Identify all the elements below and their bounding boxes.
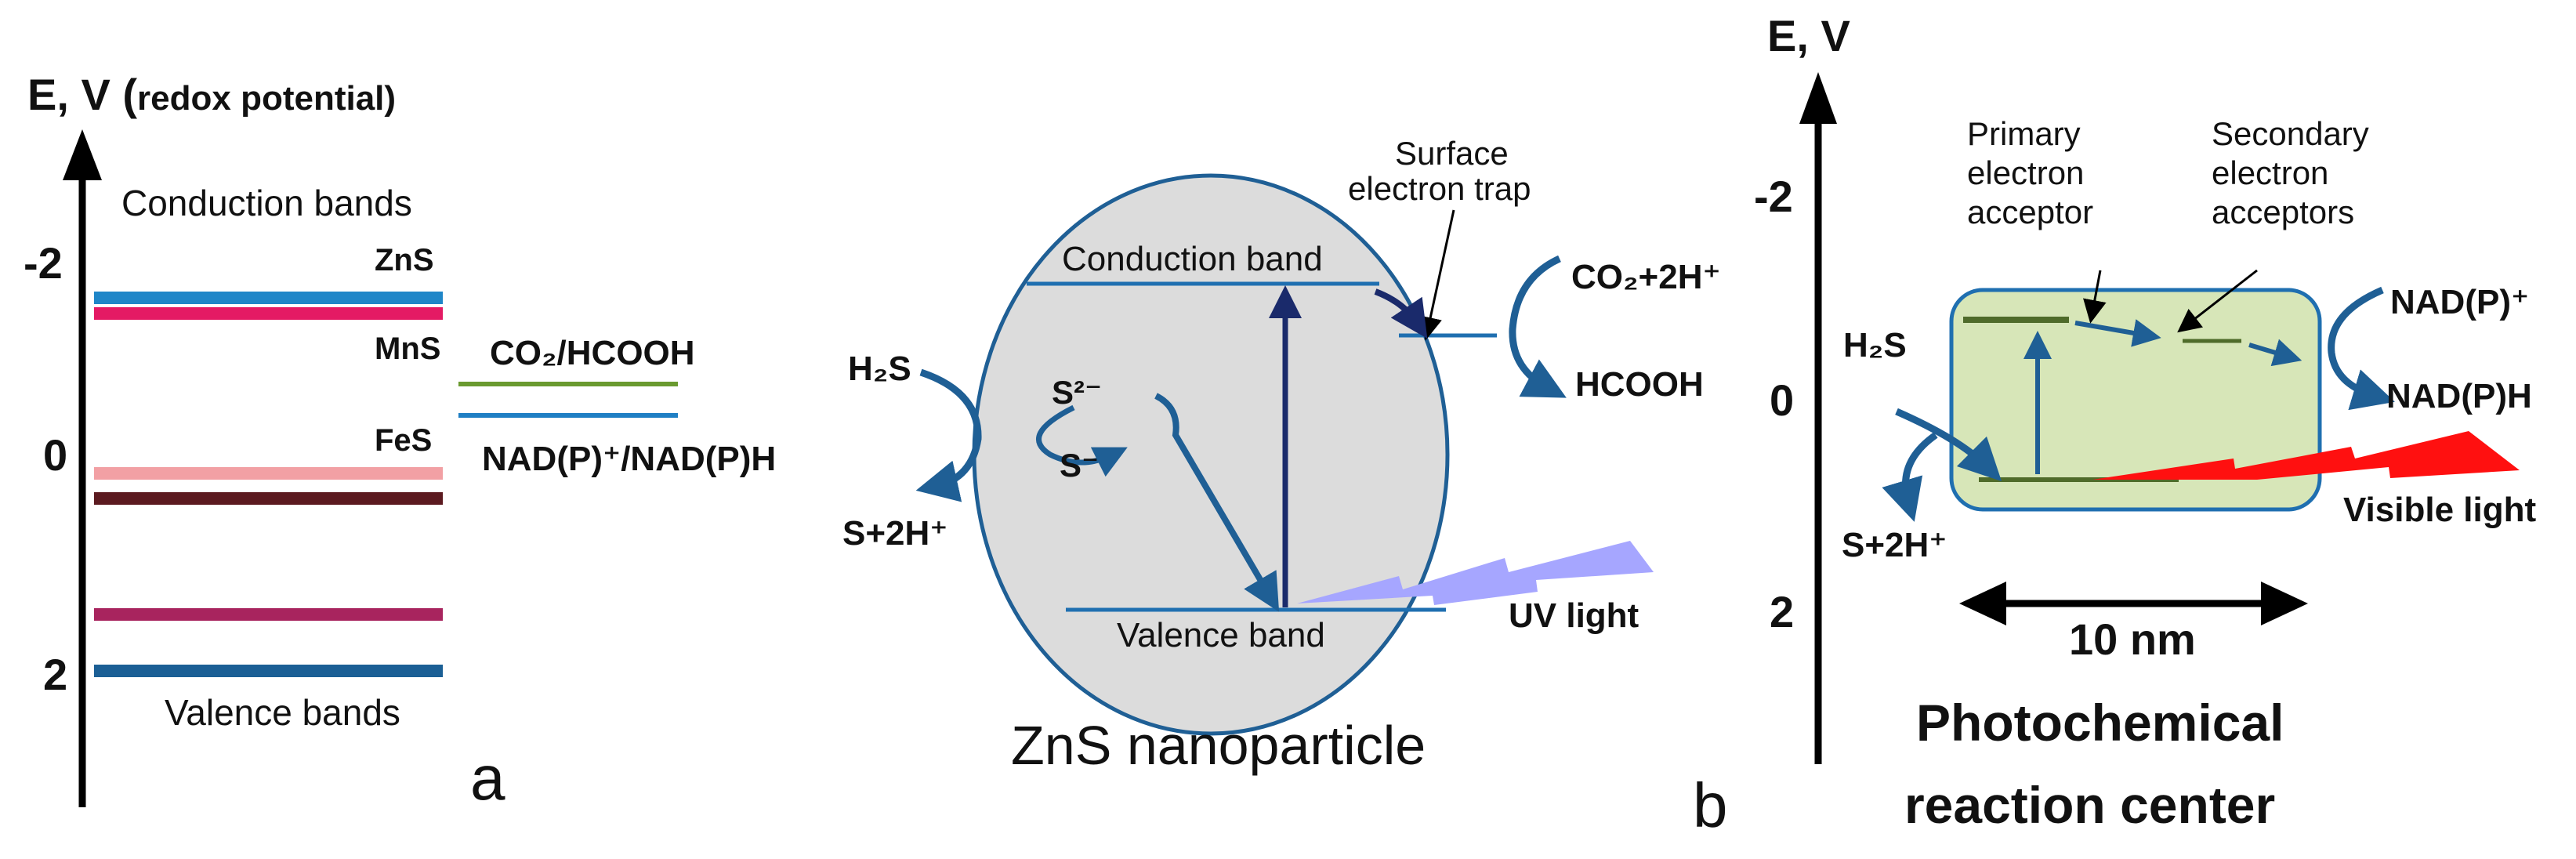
primary-label-2: electron [1967,154,2084,191]
tick-label-b-neg2: -2 [1754,172,1793,221]
hole-transfer-arrow [1154,393,1280,612]
tick-label-b-0: 0 [1770,375,1794,425]
valence-band-label: Valence band [1117,616,1325,654]
panel-letter-a: a [470,743,505,813]
trap-transfer-arrow [1374,288,1428,339]
scale-bar-right-head [2261,582,2308,625]
h2s-label-b: H₂S [848,350,911,388]
material-label-zns: ZnS [375,243,434,277]
s2minus-label: S²⁻ [1052,374,1102,411]
nanoparticle-title: ZnS nanoparticle [1011,715,1426,776]
band-fes-conduction [94,467,443,480]
uv-light-bolt [1297,541,1654,605]
h2s-label-rc: H₂S [1843,326,1907,364]
nadp-reduction-arrow [2328,286,2395,411]
surface-trap-label-2: electron trap [1348,170,1531,207]
co2-label: CO₂+2H⁺ [1571,258,1721,296]
primary-pointer [2083,270,2107,324]
panel-letter-b: b [1693,770,1728,840]
reaction-center-title-1: Photochemical [1916,694,2284,752]
co2-reduction-arrow [1509,255,1567,398]
visible-light-bolt [2092,431,2520,480]
h2s-to-box-arrow [1895,408,2002,482]
primary-label-3: acceptor [1967,194,2093,230]
energy-axis-a-arrowhead [63,129,102,180]
band-dark-conduction [94,492,443,505]
conduction-band-label: Conduction band [1062,240,1323,278]
nadp-label: NAD(P)⁺ [2390,283,2529,321]
primary-label-1: Primary [1967,115,2081,152]
nadph-label: NAD(P)H [2386,377,2532,415]
redox-label-co2: CO₂/HCOOH [490,334,695,372]
axis-label-b: E, V [1767,11,1850,60]
band-zns-conduction [94,292,443,304]
surface-trap-label-1: Surface [1395,135,1509,172]
panel-b-reaction-center: E, V -2 0 2 Primary electron acceptor Se… [1693,11,2536,840]
reaction-center-title-2: reaction center [1904,776,2275,834]
tick-label-b-2: 2 [1770,587,1794,636]
sminus-label: S⁻ [1060,447,1099,484]
scale-bar-left-head [1959,582,2006,625]
band-zns-valence [94,665,443,677]
s-2h-label-b: S+2H⁺ [842,514,948,553]
tick-label-a-neg2: -2 [24,238,63,288]
hcooh-label: HCOOH [1575,365,1704,404]
material-label-fes: FeS [375,423,432,458]
tick-label-a-0: 0 [43,430,67,480]
s2-to-s-arrow [1036,404,1128,477]
tick-label-a-2: 2 [43,650,67,699]
secondary-label-3: acceptors [2212,194,2354,230]
surface-trap-pointer [1418,209,1455,341]
visible-light-label: Visible light [2343,491,2536,529]
energy-axis-b-arrowhead [1799,72,1837,124]
primary-to-secondary-arrow [2074,319,2161,347]
conduction-bands-label: Conduction bands [121,183,412,223]
uv-light-label: UV light [1509,596,1639,635]
h2s-oxidation-arrow-b [915,368,982,502]
secondary-onward-arrow [2248,339,2302,367]
redox-label-nadp: NAD(P)⁺/NAD(P)H [482,440,776,478]
band-mns-valence [94,608,443,621]
secondary-label-2: electron [2212,154,2328,191]
secondary-pointer [2177,269,2258,333]
scale-label: 10 nm [2069,614,2196,664]
band-mns-conduction [94,307,443,320]
secondary-label-1: Secondary [2212,115,2369,152]
axis-label-a: E, V (redox potential) [27,70,396,119]
valence-bands-label: Valence bands [165,692,400,733]
s-2h-label-rc: S+2H⁺ [1842,526,1947,564]
panel-a: E, V (redox potential) -2 0 2 Conduction… [24,70,776,813]
material-label-mns: MnS [375,332,440,366]
h2s-oxidation-arrow-rc [1882,432,1938,522]
panel-b-nanoparticle: Conduction band Valence band Surface ele… [842,135,1721,776]
